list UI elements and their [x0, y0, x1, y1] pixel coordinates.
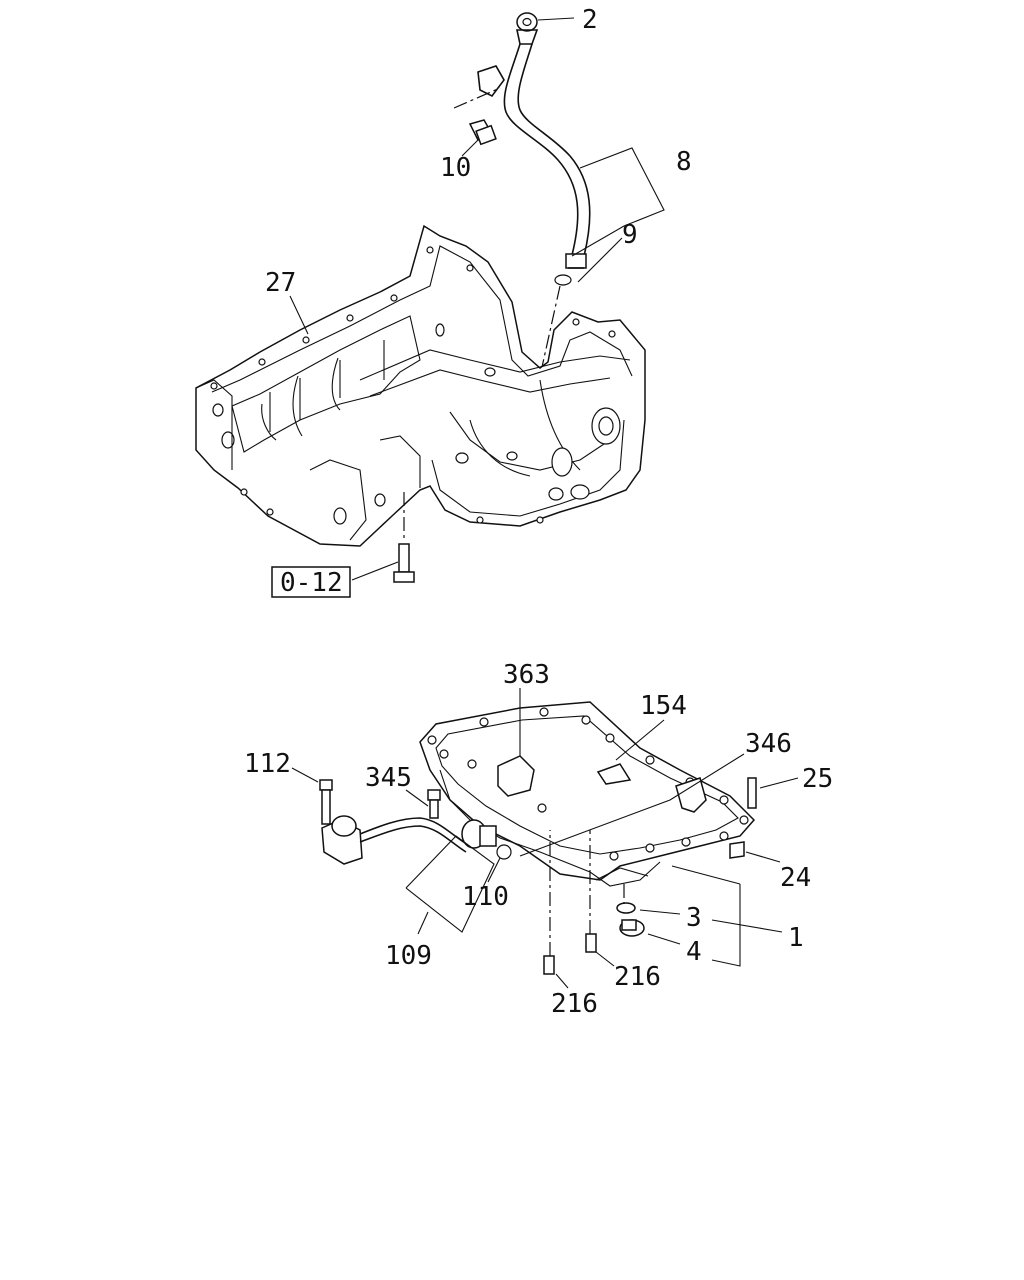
callout-27: 27 [265, 268, 296, 298]
reference-label: 0-12 [280, 568, 343, 598]
bolts-lower [319, 777, 757, 975]
bolt-lower [393, 543, 415, 583]
callout-10: 10 [440, 153, 471, 183]
callout-4: 4 [686, 937, 702, 967]
callout-110: 110 [462, 882, 509, 912]
bolt-10 [453, 87, 501, 146]
callout-25: 25 [802, 764, 833, 794]
callout-9: 9 [622, 220, 638, 250]
crankcase-block [195, 224, 646, 547]
oil-pan [419, 701, 756, 887]
callout-216-left: 216 [551, 989, 598, 1019]
callout-154: 154 [640, 691, 687, 721]
callout-1: 1 [788, 923, 804, 953]
reference-box [271, 566, 351, 598]
callout-24: 24 [780, 863, 811, 893]
callout-345: 345 [365, 763, 412, 793]
leaders-lower [291, 688, 799, 989]
callout-2: 2 [582, 5, 598, 35]
callout-346: 346 [745, 729, 792, 759]
callout-112: 112 [244, 749, 291, 779]
callout-216-right: 216 [614, 962, 661, 992]
oil-level-sensor [321, 815, 512, 865]
leaders-upper [289, 17, 665, 581]
callout-363: 363 [503, 660, 550, 690]
callout-109: 109 [385, 941, 432, 971]
callout-3: 3 [686, 903, 702, 933]
callout-8: 8 [676, 147, 692, 177]
